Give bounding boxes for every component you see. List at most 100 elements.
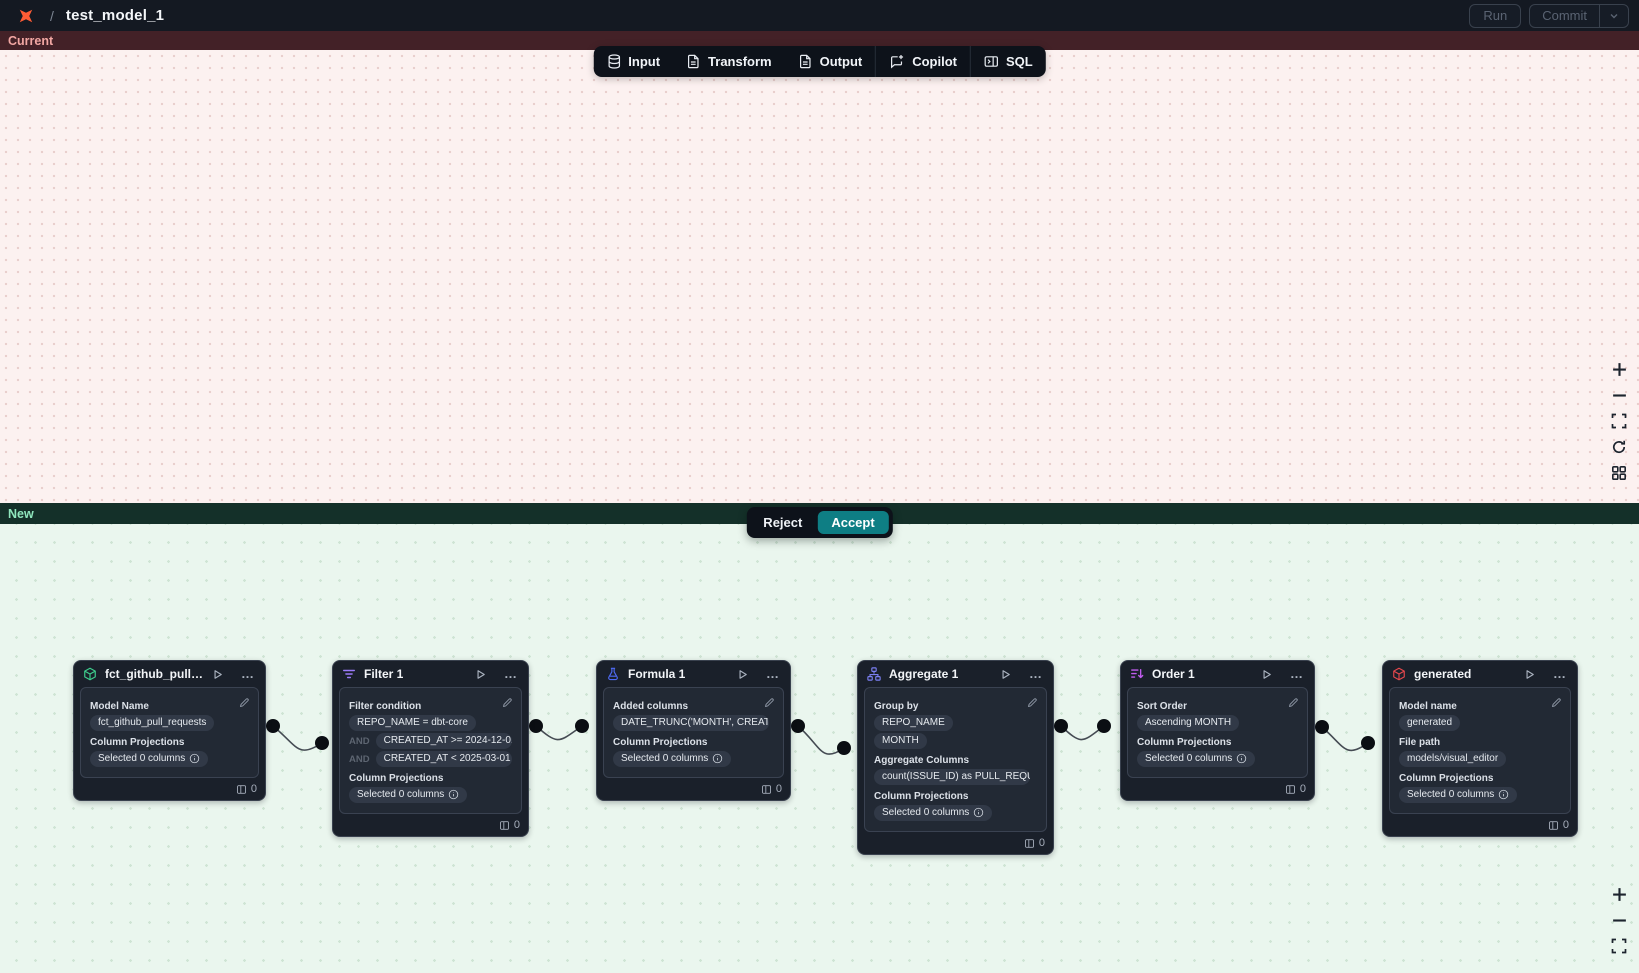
value-pill[interactable]: Selected 0 columns: [874, 805, 993, 821]
info-icon[interactable]: [189, 753, 200, 764]
node-title: Formula 1: [628, 667, 686, 681]
value-pill[interactable]: Selected 0 columns: [613, 751, 732, 767]
pill-row: Selected 0 columns: [349, 787, 512, 803]
run-node-button[interactable]: [1523, 668, 1536, 681]
node-footer: 0: [597, 778, 790, 800]
condition-prefix: AND: [349, 753, 370, 765]
run-node-button[interactable]: [736, 668, 749, 681]
value-pill[interactable]: fct_github_pull_requests: [90, 715, 215, 731]
layout-grid-button[interactable]: [1608, 462, 1630, 484]
toolbar-copilot-button[interactable]: Copilot: [876, 46, 970, 77]
node-header[interactable]: fct_github_pull_requests …: [74, 661, 265, 687]
file-icon: [688, 54, 699, 69]
node-menu-button[interactable]: …: [1553, 666, 1567, 681]
columns-icon: [1024, 838, 1035, 849]
node-header[interactable]: Formula 1 …: [597, 661, 790, 687]
value-pill[interactable]: Selected 0 columns: [349, 787, 468, 803]
value-pill[interactable]: generated: [1399, 715, 1461, 731]
run-node-button[interactable]: [1260, 668, 1273, 681]
value-pill[interactable]: MONTH: [874, 733, 927, 749]
columns-icon: [236, 784, 247, 795]
zoom-out-button[interactable]: [1608, 909, 1630, 931]
commit-menu-button[interactable]: [1599, 4, 1628, 27]
node-menu-button[interactable]: …: [241, 666, 255, 681]
section-label: Column Projections: [874, 791, 969, 802]
value-pill[interactable]: Ascending MONTH: [1137, 715, 1240, 731]
row-count: 0: [250, 783, 257, 795]
toolbar-input-button[interactable]: Input: [593, 46, 673, 77]
accept-button[interactable]: Accept: [817, 511, 889, 534]
edit-pencil-icon[interactable]: [239, 695, 250, 713]
toolbar-copilot-label: Copilot: [912, 54, 957, 69]
value-pill[interactable]: count(ISSUE_ID) as PULL_REQUEST_…: [874, 769, 1030, 785]
info-icon[interactable]: [712, 753, 723, 764]
value-pill[interactable]: Selected 0 columns: [90, 751, 209, 767]
run-node-button[interactable]: [211, 668, 224, 681]
value-pill[interactable]: CREATED_AT >= 2024-12-01: [375, 733, 512, 749]
edit-pencil-icon[interactable]: [764, 695, 775, 713]
info-icon[interactable]: [448, 789, 459, 800]
info-icon[interactable]: [1236, 753, 1247, 764]
filter-icon: [342, 667, 356, 681]
node-card[interactable]: fct_github_pull_requests … Model Namefct…: [73, 660, 266, 801]
pill-row: Selected 0 columns: [1137, 751, 1298, 767]
commit-button[interactable]: Commit: [1542, 8, 1587, 23]
node-menu-button[interactable]: …: [1029, 666, 1043, 681]
toolbar-transform-button[interactable]: Transform: [673, 46, 785, 77]
value-pill[interactable]: Selected 0 columns: [1137, 751, 1256, 767]
node-header[interactable]: generated …: [1383, 661, 1577, 687]
value-pill[interactable]: REPO_NAME: [874, 715, 953, 731]
info-icon[interactable]: [973, 807, 984, 818]
value-pill[interactable]: DATE_TRUNC('MONTH', CREATED_AT…: [613, 715, 769, 731]
section-label: Column Projections: [1399, 773, 1494, 784]
zoom-in-button[interactable]: [1608, 358, 1630, 380]
pill-row: fct_github_pull_requests: [90, 715, 249, 731]
new-canvas-controls: [1608, 883, 1630, 957]
edit-pencil-icon[interactable]: [502, 695, 513, 713]
run-node-button[interactable]: [999, 668, 1012, 681]
node-header[interactable]: Order 1 …: [1121, 661, 1314, 687]
info-icon[interactable]: [1498, 789, 1509, 800]
run-node-button[interactable]: [474, 668, 487, 681]
pill-row: Selected 0 columns: [1399, 787, 1561, 803]
node-header[interactable]: Filter 1 …: [333, 661, 528, 687]
edit-pencil-icon[interactable]: [1551, 695, 1562, 713]
dbt-logo-icon[interactable]: [16, 6, 36, 26]
pill-row: MONTH: [874, 733, 1037, 749]
sitemap-icon: [867, 667, 881, 681]
columns-icon: [1548, 820, 1559, 831]
node-menu-button[interactable]: …: [766, 666, 780, 681]
edit-pencil-icon[interactable]: [1027, 695, 1038, 713]
zoom-out-button[interactable]: [1608, 384, 1630, 406]
value-pill[interactable]: CREATED_AT < 2025-03-01: [375, 751, 512, 767]
node-menu-button[interactable]: …: [1290, 666, 1304, 681]
row-count: 0: [513, 819, 520, 831]
value-pill[interactable]: models/visual_editor: [1399, 751, 1507, 767]
refresh-icon[interactable]: [1608, 436, 1630, 458]
current-canvas[interactable]: [0, 50, 1639, 503]
value-pill[interactable]: Selected 0 columns: [1399, 787, 1518, 803]
condition-prefix: AND: [349, 735, 370, 747]
toolbar-output-button[interactable]: Output: [785, 46, 876, 77]
breadcrumb-separator: /: [50, 7, 54, 24]
run-button[interactable]: Run: [1469, 3, 1522, 28]
reject-button[interactable]: Reject: [750, 511, 815, 534]
fit-view-button[interactable]: [1608, 410, 1630, 432]
node-header[interactable]: Aggregate 1 …: [858, 661, 1053, 687]
toolbar-sql-button[interactable]: SQL: [971, 46, 1046, 77]
node-menu-button[interactable]: …: [504, 666, 518, 681]
node-title: fct_github_pull_requests: [105, 667, 203, 681]
edit-pencil-icon[interactable]: [1288, 695, 1299, 713]
section-label: Column Projections: [1137, 737, 1232, 748]
fit-view-button[interactable]: [1608, 935, 1630, 957]
zoom-in-button[interactable]: [1608, 883, 1630, 905]
value-pill[interactable]: REPO_NAME = dbt-core: [349, 715, 476, 731]
